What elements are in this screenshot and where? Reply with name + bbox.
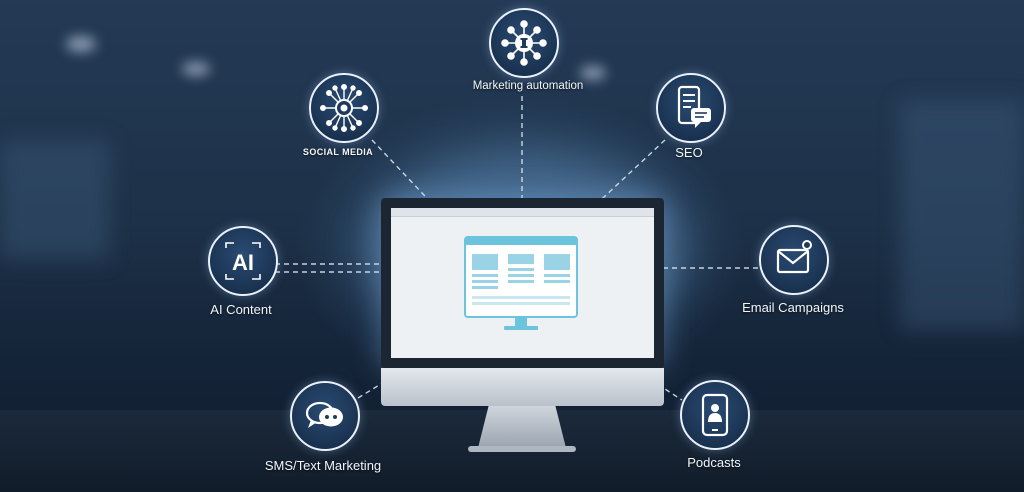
ceiling-light: [580, 66, 606, 80]
smartphone-icon: [680, 380, 750, 450]
monitor-stand: [478, 406, 566, 448]
background-window-right: [900, 100, 1024, 330]
email-campaigns-label: Email Campaigns: [742, 300, 844, 315]
website-monitor-icon: [464, 236, 578, 330]
desktop-monitor: [381, 198, 664, 408]
browser-toolbar: [391, 208, 654, 217]
marketing-automation-label: Marketing automation: [472, 80, 584, 92]
monitor-screen: [391, 208, 654, 358]
ceiling-light: [66, 36, 96, 52]
podcasts-label: Podcasts: [687, 455, 741, 470]
social-media-label: SOCIAL MEDIA: [302, 147, 374, 157]
ceiling-light: [182, 62, 210, 76]
ai-icon-text: AI: [232, 250, 254, 275]
monitor-bezel: [381, 198, 664, 368]
sms-text-marketing-label: SMS/Text Marketing: [264, 458, 382, 473]
seo-label: SEO: [675, 145, 703, 160]
monitor-stand-base: [468, 446, 576, 452]
social-network-icon: [309, 73, 379, 143]
monitor-chin: [381, 368, 664, 406]
network-hub-icon: [489, 8, 559, 78]
background-window-left: [0, 140, 110, 260]
mobile-chat-icon: [656, 73, 726, 143]
chat-bubbles-icon: [290, 381, 360, 451]
ai-chip-icon: AI: [208, 226, 278, 296]
envelope-icon: [759, 225, 829, 295]
ai-content-label: AI Content: [210, 302, 272, 317]
